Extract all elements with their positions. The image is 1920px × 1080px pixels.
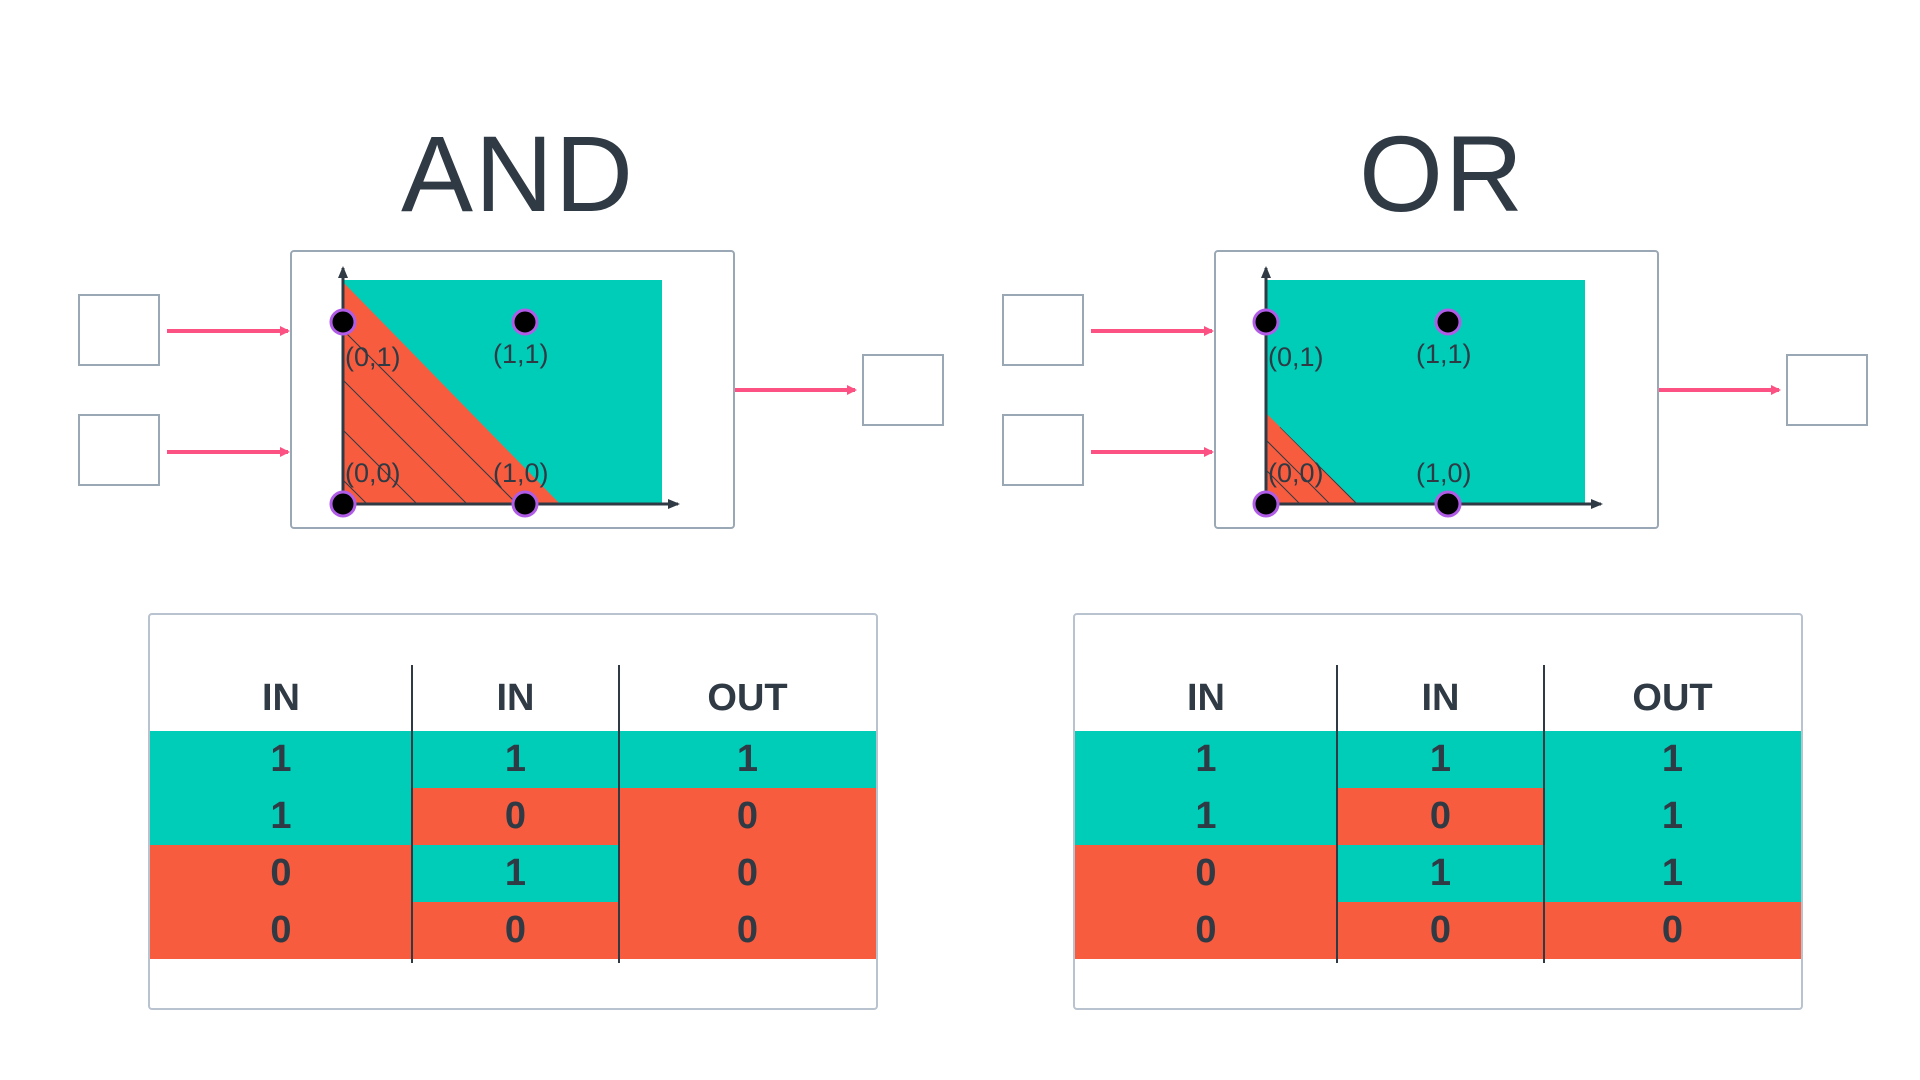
and-label-0-0: (0,0) <box>345 458 401 488</box>
and-cell-r1-c2: 0 <box>619 788 876 845</box>
and-column-divider-1 <box>411 665 413 963</box>
or-header-out: OUT <box>1632 677 1713 719</box>
and-cell-r3-c0: 0 <box>150 902 412 959</box>
or-cell-r2-c2: 1 <box>1544 845 1801 902</box>
or-label-1-0: (1,0) <box>1416 458 1472 488</box>
or-point-1-1 <box>1434 308 1462 336</box>
and-label-1-1: (1,1) <box>493 339 549 369</box>
or-hatch <box>1266 426 1358 504</box>
or-cell-r0-c2: 1 <box>1544 731 1801 788</box>
or-cell-r1-c1: 0 <box>1337 788 1544 845</box>
or-header-in-2: IN <box>1421 677 1460 719</box>
and-header-out: OUT <box>707 677 788 719</box>
or-table-header: IN IN OUT <box>1075 665 1801 731</box>
and-label-0-1: (0,1) <box>345 342 401 372</box>
or-point-1-0 <box>1434 490 1462 518</box>
or-input-box-2 <box>1002 414 1084 486</box>
table-row: 0 0 0 <box>1075 902 1801 959</box>
and-false-region <box>343 282 560 504</box>
table-row: 0 1 1 <box>1075 845 1801 902</box>
and-cell-r3-c1: 0 <box>412 902 619 959</box>
and-point-0-1 <box>329 308 357 336</box>
or-label-1-1: (1,1) <box>1416 339 1472 369</box>
and-table-header: IN IN OUT <box>150 665 876 731</box>
or-cell-r1-c0: 1 <box>1075 788 1337 845</box>
or-panel: (0,1) (1,1) (0,0) (1,0) <box>1002 250 1868 529</box>
or-cell-r3-c2: 0 <box>1544 902 1801 959</box>
table-row: 1 1 1 <box>150 731 876 788</box>
or-cell-r0-c0: 1 <box>1075 731 1337 788</box>
or-gate-title: OR <box>1359 113 1525 234</box>
or-cell-r2-c1: 1 <box>1337 845 1544 902</box>
and-cell-r1-c1: 0 <box>412 788 619 845</box>
or-cell-r2-c0: 0 <box>1075 845 1337 902</box>
and-panel: (0,1) (1,1) (0,0) (1,0) <box>78 250 944 529</box>
and-output-box <box>862 354 944 426</box>
and-cell-r0-c2: 1 <box>619 731 876 788</box>
or-cell-r3-c0: 0 <box>1075 902 1337 959</box>
perceptron-diagrams: (0,1) (1,1) (0,0) (1,0) (0,1) (1,1) (0,0… <box>78 250 1868 529</box>
or-input-box-1 <box>1002 294 1084 366</box>
or-point-0-1 <box>1252 308 1280 336</box>
or-header-in-1: IN <box>1187 677 1225 719</box>
or-cell-r3-c1: 0 <box>1337 902 1544 959</box>
and-cell-r0-c1: 1 <box>412 731 619 788</box>
or-label-0-1: (0,1) <box>1268 342 1324 372</box>
or-cell-r1-c2: 1 <box>1544 788 1801 845</box>
table-row: 0 1 0 <box>150 845 876 902</box>
and-cell-r2-c2: 0 <box>619 845 876 902</box>
and-cell-r0-c0: 1 <box>150 731 412 788</box>
or-output-box <box>1786 354 1868 426</box>
and-cell-r3-c2: 0 <box>619 902 876 959</box>
and-point-1-1 <box>511 308 539 336</box>
or-column-divider-2 <box>1543 665 1545 963</box>
table-row: 1 1 1 <box>1075 731 1801 788</box>
and-cell-r2-c0: 0 <box>150 845 412 902</box>
or-label-0-0: (0,0) <box>1268 458 1324 488</box>
and-point-1-0 <box>511 490 539 518</box>
and-header-in-1: IN <box>262 677 300 719</box>
and-column-divider-2 <box>618 665 620 963</box>
or-column-divider-1 <box>1336 665 1338 963</box>
and-input-box-1 <box>78 294 160 366</box>
and-gate-title: AND <box>400 113 636 234</box>
and-truth-table: IN IN OUT 1 1 1 1 0 0 0 1 0 0 0 0 <box>148 613 878 1010</box>
and-point-0-0 <box>329 490 357 518</box>
table-row: 1 0 0 <box>150 788 876 845</box>
and-cell-r1-c0: 1 <box>150 788 412 845</box>
table-row: 1 0 1 <box>1075 788 1801 845</box>
or-truth-table: IN IN OUT 1 1 1 1 0 1 0 1 1 0 0 0 <box>1073 613 1803 1010</box>
and-header-in-2: IN <box>496 677 535 719</box>
table-row: 0 0 0 <box>150 902 876 959</box>
and-label-1-0: (1,0) <box>493 458 549 488</box>
and-cell-r2-c1: 1 <box>412 845 619 902</box>
or-point-0-0 <box>1252 490 1280 518</box>
or-cell-r0-c1: 1 <box>1337 731 1544 788</box>
and-input-box-2 <box>78 414 160 486</box>
